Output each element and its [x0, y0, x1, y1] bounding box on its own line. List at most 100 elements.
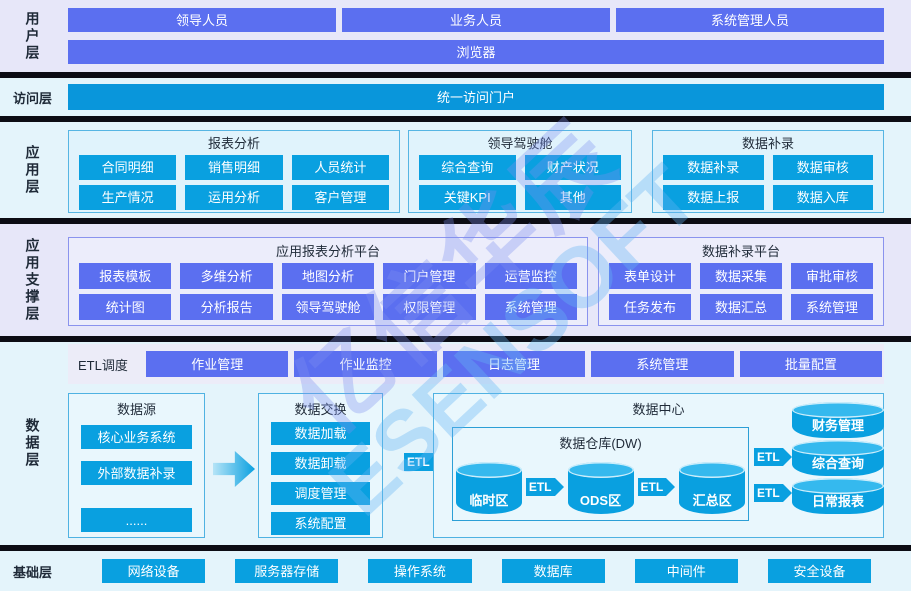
group-report-analysis: 报表分析 合同明细 销售明细 人员统计 生产情况 运用分析 客户管理	[68, 130, 400, 213]
app-layer-label: 应用层	[24, 144, 41, 196]
data-warehouse-box: 数据仓库(DW) 临时区 ETL ODS区 ETL 汇总区	[452, 427, 749, 521]
support-button[interactable]: 地图分析	[281, 263, 375, 289]
support-button[interactable]: 统计图	[79, 294, 172, 320]
cylinder-summary-zone: 汇总区	[679, 462, 746, 514]
separator	[0, 218, 911, 224]
arrow-head-icon	[554, 478, 564, 496]
support-button[interactable]: 系统管理	[791, 294, 873, 320]
support-button[interactable]: 任务发布	[609, 294, 691, 320]
etl-arrow-label: ETL	[754, 484, 783, 502]
support-button[interactable]: 多维分析	[180, 263, 273, 289]
base-button-security[interactable]: 安全设备	[767, 559, 872, 583]
unified-portal-bar[interactable]: 统一访问门户	[68, 84, 884, 110]
role-button-leaders[interactable]: 领导人员	[68, 8, 336, 32]
group-data-supplement: 数据补录 数据补录 数据审核 数据上报 数据入库	[652, 130, 884, 213]
etl-button[interactable]: 日志管理	[442, 351, 586, 377]
group-title: 领导驾驶舱	[487, 136, 553, 151]
base-button-network[interactable]: 网络设备	[102, 559, 206, 583]
data-center-title: 数据中心	[632, 402, 685, 417]
user-layer-label-col: 用户层	[0, 0, 65, 72]
etl-button[interactable]: 作业管理	[146, 351, 289, 377]
base-layer-label-col: 基础层	[0, 551, 65, 591]
support-button[interactable]: 审批审核	[791, 263, 873, 289]
app-button[interactable]: 客户管理	[291, 185, 389, 210]
exchange-button[interactable]: 系统配置	[271, 512, 370, 535]
application-layer: 应用层 报表分析 合同明细 销售明细 人员统计 生产情况 运用分析 客户管理 领…	[0, 122, 911, 218]
app-button[interactable]: 数据补录	[663, 155, 764, 180]
arrow-head-icon	[666, 478, 676, 496]
app-layer-label-col: 应用层	[0, 122, 65, 218]
etl-arrow-icon: ETL	[637, 478, 676, 496]
app-button[interactable]: 生产情况	[79, 185, 177, 210]
data-layer-label: 数据层	[24, 418, 41, 469]
data-layer: 数据层 ETL调度 作业管理 作业监控 日志管理 系统管理 批量配置 数据源 核…	[0, 342, 911, 545]
support-button[interactable]: 权限管理	[383, 294, 476, 320]
support-button[interactable]: 数据汇总	[700, 294, 782, 320]
support-button[interactable]: 报表模板	[79, 263, 172, 289]
base-button-database[interactable]: 数据库	[501, 559, 605, 583]
support-button[interactable]: 领导驾驶舱	[281, 294, 375, 320]
etl-button[interactable]: 批量配置	[739, 351, 883, 377]
user-layer: 用户层 领导人员 业务人员 系统管理人员 浏览器	[0, 0, 911, 72]
support-button[interactable]: 表单设计	[609, 263, 691, 289]
etl-schedule-band: ETL调度 作业管理 作业监控 日志管理 系统管理 批量配置	[68, 344, 884, 384]
data-marts: 财务管理 综合查询 日常报表	[792, 400, 884, 514]
exchange-button[interactable]: 数据卸载	[271, 452, 370, 475]
data-exchange-title: 数据交换	[294, 402, 347, 417]
app-button[interactable]: 数据入库	[772, 185, 873, 210]
right-arrow-icon	[213, 451, 255, 487]
app-button[interactable]: 其他	[524, 185, 621, 210]
app-button[interactable]: 财产状况	[524, 155, 621, 180]
group-title: 数据补录平台	[701, 244, 780, 259]
data-source-box: 数据源 核心业务系统 外部数据补录 ......	[68, 393, 205, 538]
etl-arrow-label: ETL	[637, 478, 667, 496]
support-button[interactable]: 数据采集	[700, 263, 782, 289]
support-layer: 应用支撑层 应用报表分析平台 报表模板 多维分析 地图分析 门户管理 运营监控 …	[0, 224, 911, 336]
base-layer: 基础层 网络设备 服务器存储 操作系统 数据库 中间件 安全设备	[0, 551, 911, 591]
separator	[0, 545, 911, 551]
source-button[interactable]: ......	[81, 508, 192, 532]
etl-arrow-icon: ETL	[754, 484, 792, 502]
cylinder-query: 综合查询	[792, 440, 884, 476]
app-button[interactable]: 运用分析	[185, 185, 283, 210]
access-layer-label-col: 访问层	[0, 78, 65, 116]
group-report-platform: 应用报表分析平台 报表模板 多维分析 地图分析 门户管理 运营监控 统计图 分析…	[68, 237, 588, 326]
support-button[interactable]: 运营监控	[484, 263, 577, 289]
group-cockpit: 领导驾驶舱 综合查询 财产状况 关键KPI 其他	[408, 130, 632, 213]
app-button[interactable]: 关键KPI	[419, 185, 516, 210]
etl-button[interactable]: 系统管理	[591, 351, 734, 377]
cylinder-ods-zone: ODS区	[567, 462, 634, 514]
role-button-sysadmin[interactable]: 系统管理人员	[616, 8, 884, 32]
browser-bar[interactable]: 浏览器	[68, 40, 884, 64]
source-button[interactable]: 外部数据补录	[81, 461, 192, 485]
group-title: 报表分析	[207, 136, 260, 151]
separator	[0, 72, 911, 78]
exchange-button[interactable]: 数据加载	[271, 422, 370, 445]
group-title: 应用报表分析平台	[275, 244, 380, 259]
etl-button[interactable]: 作业监控	[294, 351, 437, 377]
app-button[interactable]: 数据上报	[663, 185, 764, 210]
support-button[interactable]: 门户管理	[383, 263, 476, 289]
data-layer-label-col: 数据层	[0, 342, 65, 545]
support-layer-label-col: 应用支撑层	[0, 224, 65, 336]
user-layer-label: 用户层	[24, 10, 41, 62]
base-button-server-storage[interactable]: 服务器存储	[235, 559, 339, 583]
support-button[interactable]: 分析报告	[180, 294, 273, 320]
base-layer-label: 基础层	[12, 564, 52, 580]
app-button[interactable]: 综合查询	[419, 155, 516, 180]
app-button[interactable]: 合同明细	[79, 155, 177, 180]
access-layer-label: 访问层	[12, 90, 52, 106]
base-button-middleware[interactable]: 中间件	[634, 559, 738, 583]
app-button[interactable]: 人员统计	[291, 155, 389, 180]
cylinder-finance: 财务管理	[792, 402, 884, 438]
source-button[interactable]: 核心业务系统	[81, 425, 192, 449]
etl-arrow-label: ETL	[404, 453, 433, 471]
exchange-button[interactable]: 调度管理	[271, 482, 370, 505]
base-button-os[interactable]: 操作系统	[368, 559, 472, 583]
app-button[interactable]: 数据审核	[772, 155, 873, 180]
data-center-box: 数据中心 数据仓库(DW) 临时区 ETL ODS区 ETL	[433, 393, 884, 538]
role-button-business[interactable]: 业务人员	[342, 8, 610, 32]
support-button[interactable]: 系统管理	[484, 294, 577, 320]
group-title: 数据补录	[741, 136, 794, 151]
app-button[interactable]: 销售明细	[185, 155, 283, 180]
